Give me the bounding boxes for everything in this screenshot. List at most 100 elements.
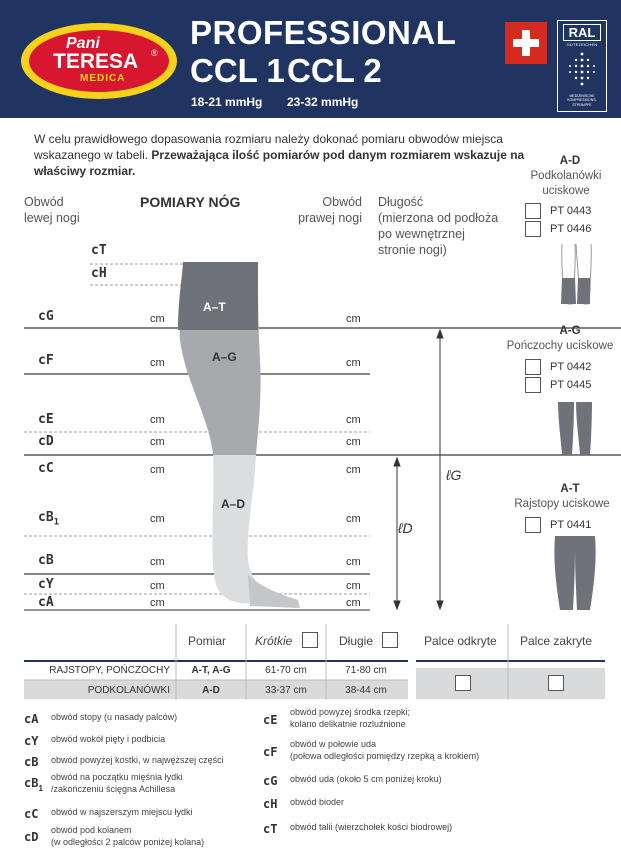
label-cB1-sub: 1 <box>53 517 60 528</box>
legend-item-cB1: cB1 obwód na początku mięśnia łydki /zak… <box>24 772 183 794</box>
legend-code: cF <box>263 745 278 759</box>
checkbox-dlugie[interactable] <box>382 632 398 648</box>
right-cm-cY: cm <box>346 580 361 592</box>
legend-text: obwód w najszerszym miejscu łydki <box>51 807 193 817</box>
knee-sock-illustration <box>561 243 592 305</box>
ad-product-subtitle-2: uciskowe <box>542 185 590 197</box>
legend-item-cE: cE obwód powyżej środka rzepki; kolano d… <box>263 707 410 729</box>
right-cm-cB1: cm <box>346 513 361 525</box>
legend-text-line2: (połowa odległości pomiędzy rzepką a kro… <box>290 750 480 761</box>
label-cB1-main: cB <box>38 510 54 525</box>
ag-product-subtitle: Pończochy uciskowe <box>506 340 614 352</box>
pantyhose-top <box>178 262 258 330</box>
table-header-dlugie: Długie <box>339 634 374 648</box>
legend-item-cH: cH obwód bioder <box>263 795 344 813</box>
leg-measurements-title: POMIARY NÓG <box>140 194 241 210</box>
right-cm-cB: cm <box>346 556 361 568</box>
label-cH: cH <box>91 266 107 281</box>
left-cm-cY: cm <box>150 580 165 592</box>
legend-text: obwód na początku mięśnia łydki /zakończ… <box>51 772 183 795</box>
product-line-title: PROFESSIONAL <box>190 14 457 51</box>
pantyhose-illustration <box>554 536 596 610</box>
left-cm-cE: cm <box>150 414 165 426</box>
label-cF: cF <box>38 353 54 368</box>
left-leg-header-line2: lewej nogi <box>24 211 80 225</box>
ral-bottom-text: MEDIZINISCHE KOMPRESSIONS-STRÜMPFE <box>567 93 597 107</box>
left-cm-cD: cm <box>150 436 165 448</box>
legend-code: cB <box>24 776 39 790</box>
stocking-illustration <box>558 402 592 455</box>
code-pt0442: PT 0442 <box>550 361 592 373</box>
checkbox-krotkie[interactable] <box>302 632 318 648</box>
table-header-palce-odkryte: Palce odkryte <box>424 634 497 648</box>
label-cC: cC <box>38 461 54 476</box>
legend-text-line2: (w odległości 2 palców poniżej kolana) <box>51 836 205 847</box>
length-header-line1: Długość <box>378 195 424 209</box>
legend-text: obwód powyżej środka rzepki; kolano deli… <box>290 707 410 730</box>
right-cm-cE: cm <box>346 414 361 426</box>
label-cA: cA <box>38 595 54 610</box>
length-header-line4: stronie nogi) <box>378 243 447 257</box>
table-header-pomiar: Pomiar <box>188 634 227 648</box>
table-row-2-krotkie: 33-37 cm <box>265 685 307 696</box>
code-pt0443: PT 0443 <box>550 205 592 217</box>
ad-product-title: A-D <box>559 155 581 167</box>
leg-measurement-diagram <box>24 243 621 611</box>
intro-paragraph: W celu prawidłowego dopasowania rozmiaru… <box>34 131 554 179</box>
legend-code: cC <box>24 807 39 821</box>
legend-code: cD <box>24 830 39 844</box>
checkbox-pt0442[interactable] <box>525 359 541 375</box>
ral-quality-seal: RAL GÜTEZEICHEN MEDIZINISCHE KOMPRESSION… <box>557 20 607 112</box>
checkbox-pt0445[interactable] <box>525 377 541 393</box>
table-row-1-dlugie: 71-80 cm <box>345 665 387 676</box>
right-cm-cG: cm <box>346 313 361 325</box>
legend-text-line1: obwód powyżej środka rzepki; <box>290 707 411 717</box>
table-header-palce-zakryte: Palce zakryte <box>520 634 593 648</box>
legend-code: cE <box>263 713 278 727</box>
left-leg-header-line1: Obwód <box>24 195 64 209</box>
checkbox-pt0443[interactable] <box>525 203 541 219</box>
table-row-1-name: RAJSTOPY, POŃCZOCHY <box>49 665 170 676</box>
table-header-krotkie: Krótkie <box>255 634 293 648</box>
legend-item-cA: cA obwód stopy (u nasady palców) <box>24 710 177 728</box>
at-product-title: A-T <box>560 483 580 495</box>
table-row-1-krotkie: 61-70 cm <box>265 665 307 676</box>
legend-item-cG: cG obwód uda (około 5 cm poniżej kroku) <box>263 772 442 790</box>
checkbox-pt0446[interactable] <box>525 221 541 237</box>
label-cB: cB <box>38 553 54 568</box>
legend-text: obwód powyżej kostki, w najwęższej częśc… <box>51 755 224 765</box>
checkbox-palce-odkryte[interactable] <box>455 675 471 691</box>
legend-code: cG <box>263 774 278 788</box>
table-row-1-pomiar: A-T, A-G <box>191 665 231 676</box>
pani-teresa-logo: Pani TERESA ® MEDICA <box>21 23 177 99</box>
ral-dots-icon <box>569 52 595 86</box>
length-header-line2: (mierzona od podłoża <box>378 211 499 225</box>
left-cm-cB: cm <box>150 556 165 568</box>
right-cm-cC: cm <box>346 464 361 476</box>
legend-text: obwód wokół pięty i podbicia <box>51 734 166 744</box>
left-cm-cF: cm <box>150 357 165 369</box>
right-cm-cF: cm <box>346 357 361 369</box>
legend-code: cB <box>24 755 39 769</box>
left-cm-cB1: cm <box>150 513 165 525</box>
length-lg-label: ℓG <box>446 467 462 483</box>
checkbox-pt0441[interactable] <box>525 517 541 533</box>
label-cD: cD <box>38 434 54 449</box>
left-cm-cC: cm <box>150 464 165 476</box>
header-banner: Pani TERESA ® MEDICA PROFESSIONAL CCL 1 … <box>0 0 621 118</box>
left-cm-cA: cm <box>150 597 165 609</box>
code-pt0446: PT 0446 <box>550 223 592 235</box>
legend-text-line1: obwód w połowie uda <box>290 739 377 749</box>
checkbox-palce-zakryte[interactable] <box>548 675 564 691</box>
legend-text-line1: obwód na początku mięśnia łydki <box>51 772 183 782</box>
ccl1-pressure: 18-21 mmHg <box>191 95 263 109</box>
ral-subtitle: GÜTEZEICHEN <box>566 42 598 47</box>
legend-text-line2: kolano delikatnie rozluźnione <box>290 718 406 729</box>
intro-text-bold: Przeważająca ilość pomiarów pod danym ro… <box>34 148 525 178</box>
label-cE: cE <box>38 412 54 427</box>
ad-product-subtitle-1: Podkolanówki <box>530 170 602 182</box>
legend-text: obwód bioder <box>290 797 345 807</box>
table-row-2-dlugie: 38-44 cm <box>345 685 387 696</box>
right-leg-header: Obwód prawej nogi <box>292 194 362 226</box>
length-header: Długość (mierzona od podłoża po wewnętrz… <box>378 194 498 258</box>
